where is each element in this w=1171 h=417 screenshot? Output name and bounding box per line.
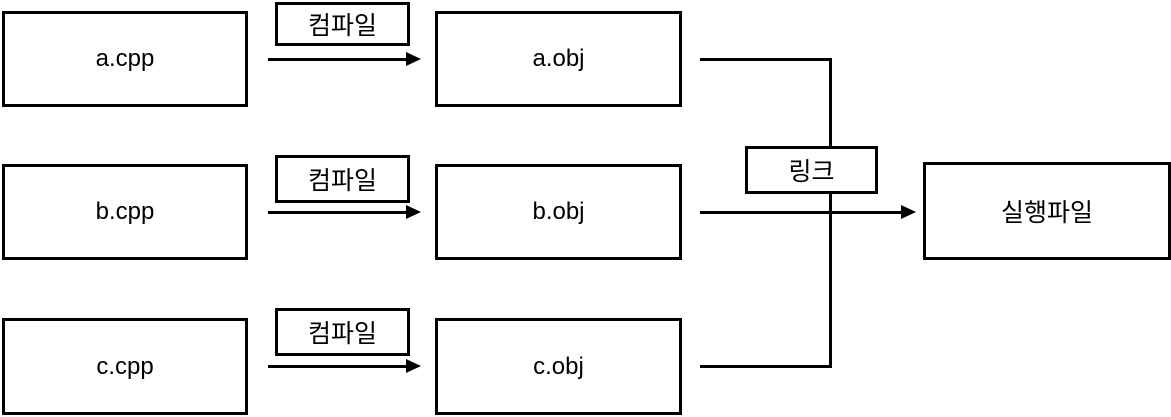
link-arrow-line bbox=[700, 211, 901, 214]
box-c-obj: c.obj bbox=[435, 318, 682, 415]
compile-label-box-b: 컴파일 bbox=[275, 155, 410, 203]
box-a-cpp: a.cpp bbox=[2, 11, 248, 107]
label-b-obj: b.obj bbox=[532, 198, 585, 225]
label-b-cpp: b.cpp bbox=[95, 198, 155, 225]
link-label: 링크 bbox=[788, 158, 835, 186]
compile-label-b: 컴파일 bbox=[307, 167, 377, 195]
compile-label-box-a: 컴파일 bbox=[275, 2, 410, 46]
box-executable: 실행파일 bbox=[923, 162, 1171, 260]
label-a-cpp: a.cpp bbox=[95, 45, 155, 72]
link-arrowhead bbox=[901, 205, 916, 219]
compile-arrowhead-b bbox=[406, 205, 421, 219]
compile-label-box-c: 컴파일 bbox=[275, 308, 410, 356]
label-c-cpp: c.cpp bbox=[96, 352, 154, 380]
compile-label-c: 컴파일 bbox=[307, 320, 377, 348]
compile-arrow-line-a bbox=[268, 58, 406, 61]
link-label-box: 링크 bbox=[745, 146, 878, 194]
compile-label-a: 컴파일 bbox=[307, 12, 377, 40]
compile-arrow-line-b bbox=[268, 211, 406, 214]
box-b-cpp: b.cpp bbox=[2, 164, 248, 260]
box-a-obj: a.obj bbox=[435, 11, 682, 107]
box-c-cpp: c.cpp bbox=[2, 318, 248, 415]
connector-a-obj-stub bbox=[700, 58, 832, 61]
connector-c-obj-stub bbox=[700, 365, 832, 368]
compile-arrowhead-c bbox=[406, 359, 421, 373]
compile-arrowhead-a bbox=[406, 52, 421, 66]
label-a-obj: a.obj bbox=[532, 45, 585, 72]
box-b-obj: b.obj bbox=[435, 164, 682, 260]
executable-label: 실행파일 bbox=[1000, 199, 1093, 227]
label-c-obj: c.obj bbox=[533, 352, 584, 380]
compile-arrow-line-c bbox=[268, 365, 406, 368]
